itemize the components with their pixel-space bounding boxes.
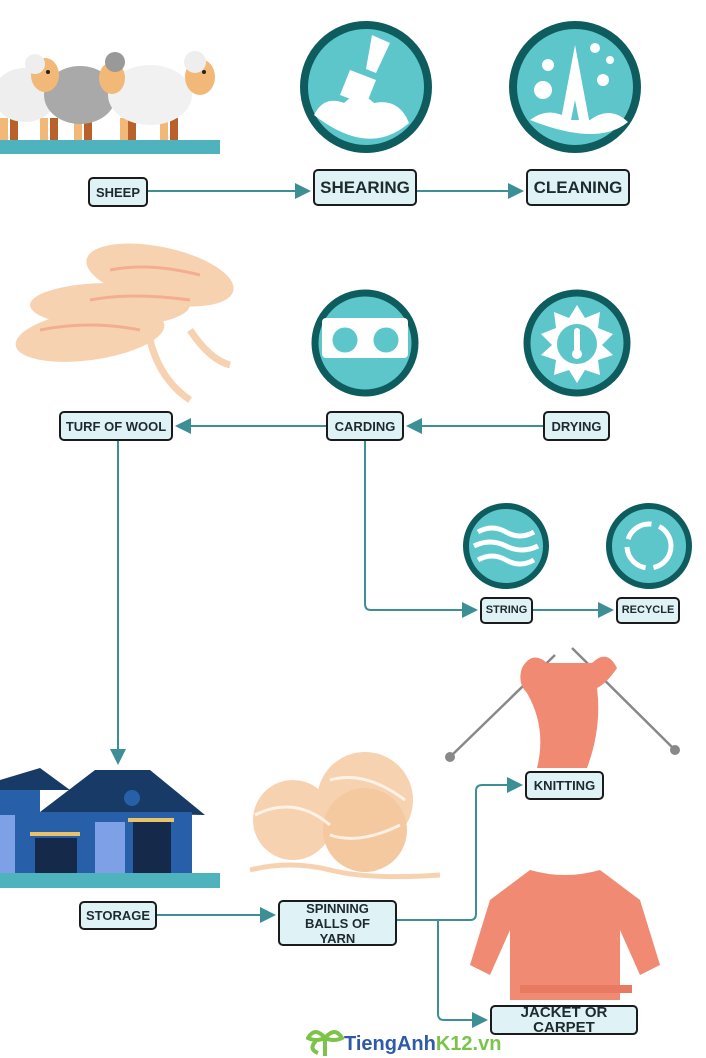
node-cleaning: CLEANING [526, 169, 630, 206]
node-storage: STORAGE [79, 901, 157, 930]
recycle-icon [606, 503, 692, 589]
shearing-icon [300, 21, 432, 153]
drying-icon [523, 289, 631, 397]
connectors [110, 183, 614, 1028]
storage-illustration [0, 768, 220, 888]
node-drying: DRYING [543, 411, 610, 441]
yarn-balls-illustration [249, 752, 441, 880]
logo-icon [306, 1030, 344, 1056]
sheep-illustration [0, 51, 220, 154]
node-recycle: RECYCLE [616, 597, 680, 624]
carding-icon [311, 289, 419, 397]
knitting-illustration [445, 647, 680, 768]
node-turf-of-wool: TURF OF WOOL [59, 411, 173, 441]
wool-illustration [15, 243, 234, 403]
cleaning-icon [509, 21, 641, 153]
node-jacket-or-carpet: JACKET OR CARPET [490, 1005, 638, 1035]
sweater-illustration [470, 870, 660, 1000]
node-string: STRING [480, 597, 533, 624]
logo-text-2: K12.vn [435, 1033, 502, 1055]
node-sheep: SHEEP [88, 177, 148, 207]
node-spinning-balls-of-yarn: SPINNING BALLS OF YARN [278, 900, 397, 946]
logo-text-1: TiengAnh [344, 1033, 436, 1055]
string-icon [463, 503, 549, 589]
node-shearing: SHEARING [313, 169, 417, 206]
node-carding: CARDING [326, 411, 404, 441]
node-knitting: KNITTING [525, 771, 604, 800]
